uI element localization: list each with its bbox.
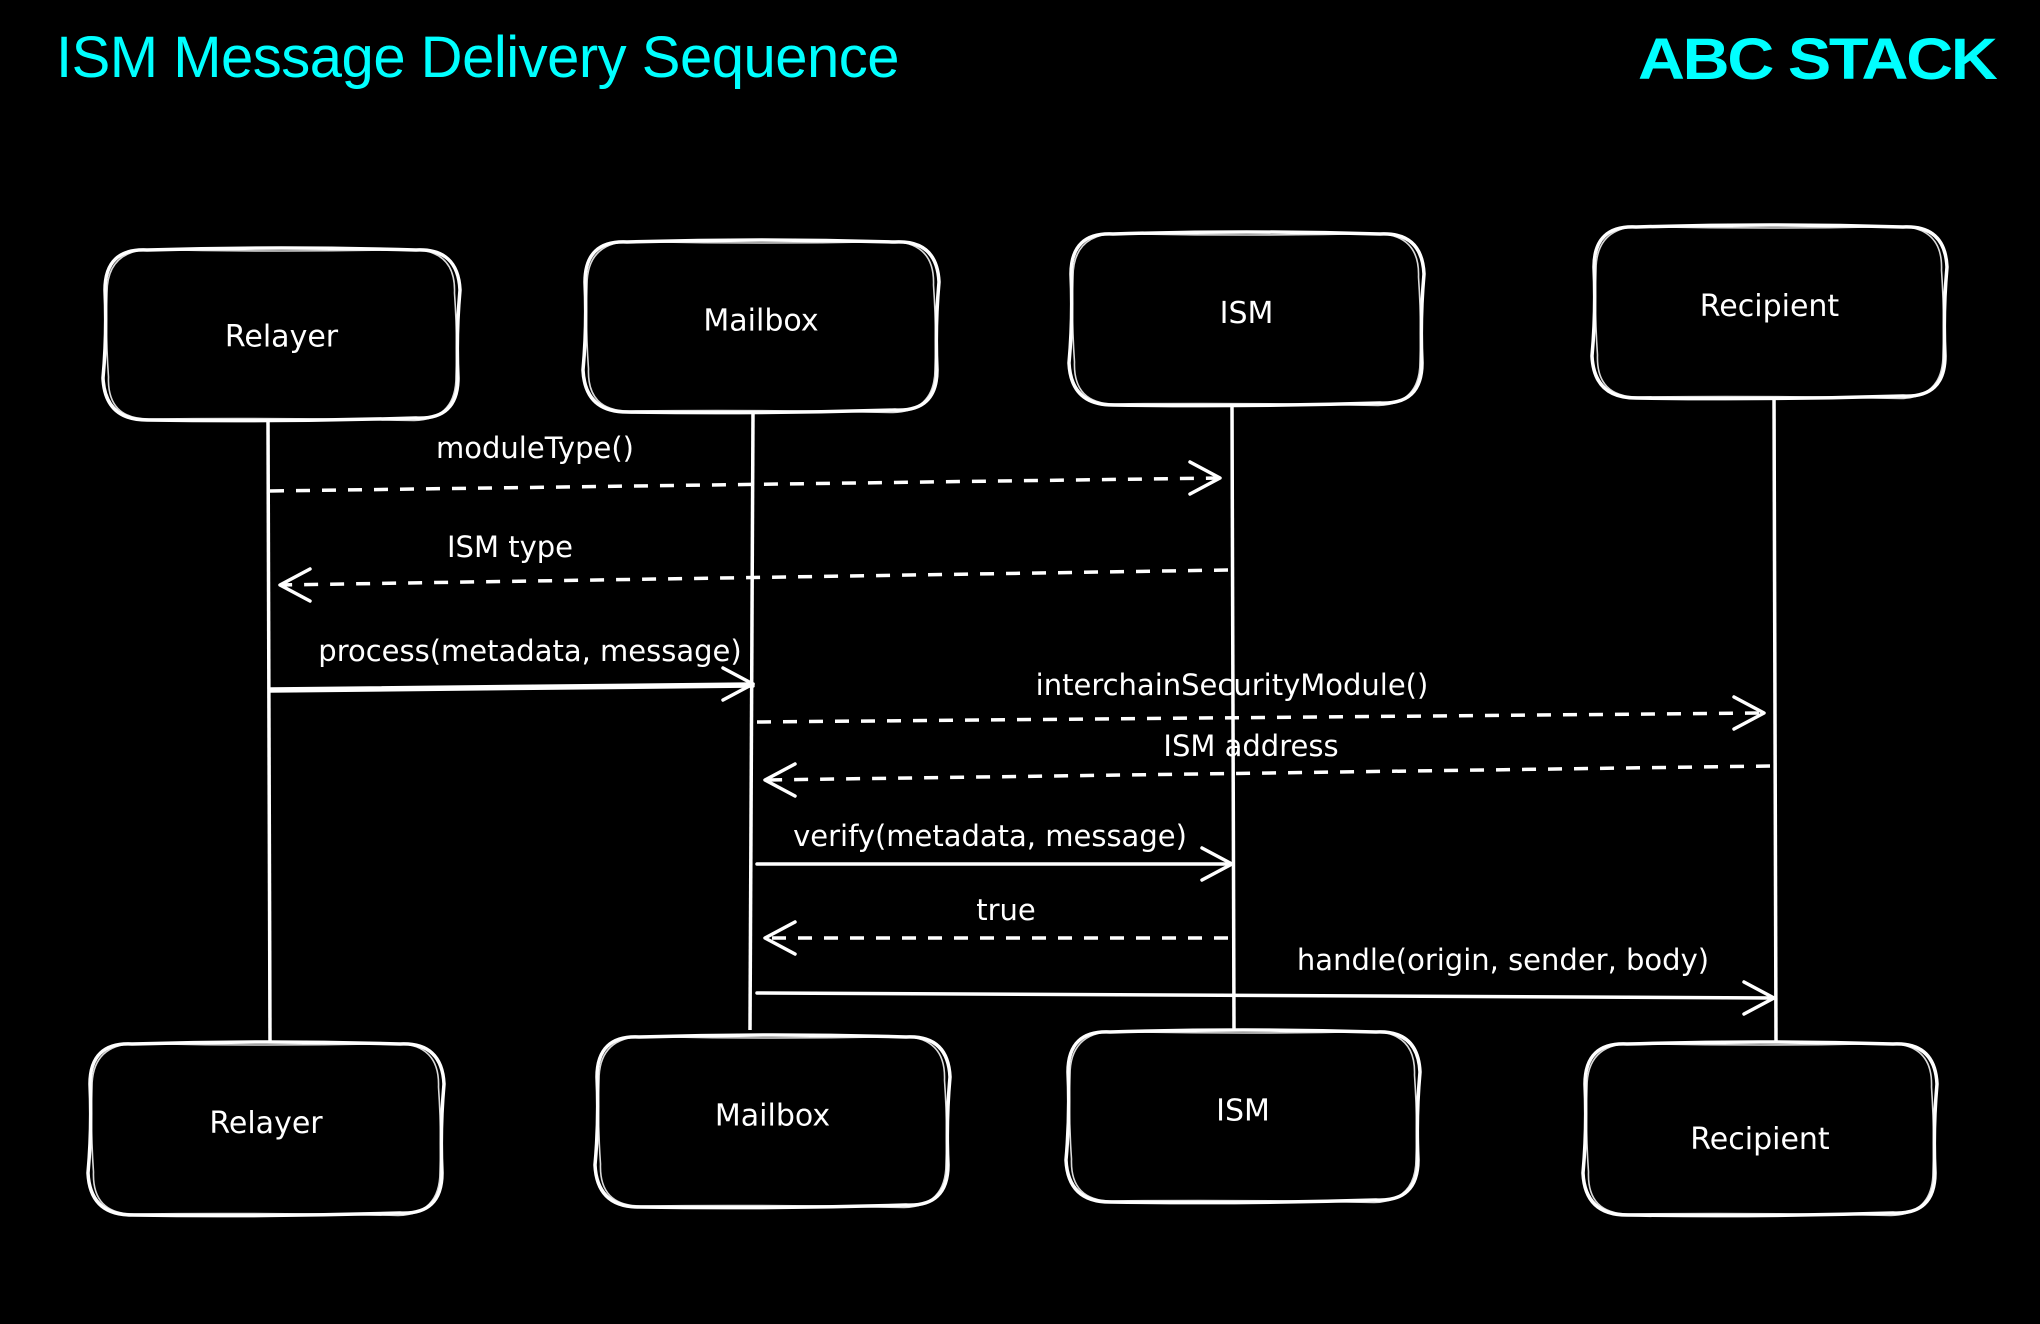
arrowhead-right-icon: [1732, 695, 1766, 731]
participant-label-recipient: Recipient: [1690, 1122, 1830, 1157]
message-label: ISM address: [1163, 729, 1338, 763]
arrowhead-right-icon: [1188, 460, 1222, 496]
sketch-stroke: [268, 684, 755, 693]
message-7: true: [763, 893, 1228, 956]
participant-label-relayer: Relayer: [209, 1106, 323, 1141]
brand-logo: ABC STACK: [1638, 27, 1998, 92]
participant-box-mailbox-bottom[interactable]: Mailbox: [593, 1033, 952, 1210]
participant-label-ism: ISM: [1220, 296, 1274, 331]
messages: moduleType() ISM type process(metadata, me…: [268, 431, 1776, 1016]
box-sketch-stroke: [1071, 232, 1422, 407]
arrowhead-right-icon: [1200, 846, 1234, 882]
message-label: interchainSecurityModule(): [1036, 668, 1429, 702]
message-label: process(metadata, message): [318, 634, 741, 668]
lifeline-relayer: [266, 419, 272, 1043]
box-sketch-stroke: [1594, 225, 1945, 400]
participant-box-recipient-top[interactable]: Recipient: [1590, 223, 1949, 401]
participant-label-mailbox: Mailbox: [703, 304, 818, 339]
participant-box-mailbox-top[interactable]: Mailbox: [581, 238, 941, 415]
solid-arrow-line: [755, 991, 1776, 1000]
participant-box-ism-top[interactable]: ISM: [1067, 230, 1426, 408]
participant-box-relayer-top[interactable]: Relayer: [101, 246, 462, 423]
message-1: moduleType(): [269, 431, 1222, 496]
lifeline-recipient: [1772, 392, 1778, 1043]
solid-arrow-line: [268, 682, 755, 691]
arrowhead-left-icon: [278, 567, 312, 603]
arrowhead-left-icon: [763, 920, 797, 956]
box-sketch-stroke: [105, 248, 458, 422]
participant-box-ism-bottom[interactable]: ISM: [1064, 1028, 1422, 1205]
box-sketch-stroke: [90, 1042, 442, 1217]
participant-box-relayer-bottom[interactable]: Relayer: [86, 1040, 446, 1218]
dashed-arrow-line: [269, 476, 1221, 493]
arrowhead-right-icon: [1742, 980, 1776, 1016]
dashed-arrow-line: [764, 764, 1771, 782]
message-2: ISM type: [278, 530, 1229, 603]
dashed-arrow-line: [279, 568, 1229, 587]
box-sketch-stroke: [597, 1035, 948, 1209]
arrowhead-left-icon: [763, 762, 797, 798]
message-label: handle(origin, sender, body): [1297, 943, 1709, 977]
arrowhead-right-icon: [721, 666, 755, 702]
message-label: ISM type: [447, 530, 573, 564]
message-label: verify(metadata, message): [793, 819, 1187, 853]
box-sketch-stroke: [585, 240, 937, 414]
participant-box-recipient-bottom[interactable]: Recipient: [1581, 1040, 1939, 1218]
participant-boxes: RelayerRelayerMailboxMailboxISMISMRecipi…: [86, 223, 1949, 1218]
message-3: process(metadata, message): [268, 634, 755, 702]
message-4: interchainSecurityModule(): [756, 668, 1766, 731]
message-label: true: [976, 893, 1036, 927]
participant-label-relayer: Relayer: [225, 320, 339, 355]
participant-label-mailbox: Mailbox: [715, 1099, 830, 1134]
diagram-title: ISM Message Delivery Sequence: [56, 25, 900, 90]
participant-label-ism: ISM: [1216, 1094, 1270, 1129]
participant-label-recipient: Recipient: [1700, 289, 1840, 324]
message-6: verify(metadata, message): [755, 819, 1234, 882]
message-label: moduleType(): [436, 431, 634, 465]
box-sketch-stroke: [1068, 1030, 1418, 1204]
message-5: ISM address: [763, 729, 1771, 798]
message-8: handle(origin, sender, body): [755, 943, 1776, 1016]
box-sketch-stroke: [1585, 1042, 1935, 1217]
lifeline-mailbox: [748, 411, 755, 1031]
dashed-arrow-line: [756, 711, 1765, 724]
